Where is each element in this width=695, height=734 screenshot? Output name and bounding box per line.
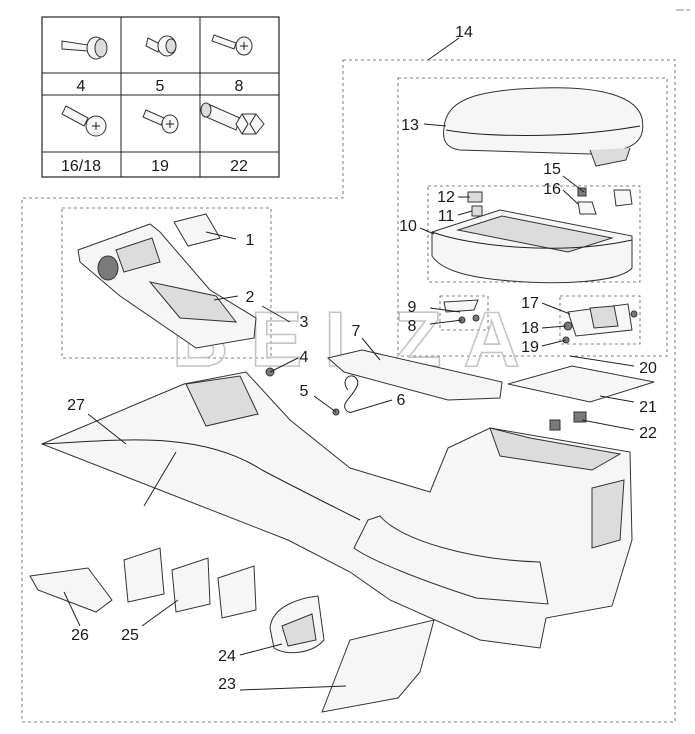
callout-4: 4 [300, 349, 309, 366]
callout-11: 11 [438, 208, 455, 225]
self-tapping-screw-icon [211, 34, 253, 56]
callout-2: 2 [246, 289, 255, 306]
cell-label-5: 5 [156, 78, 165, 95]
hinge-box [559, 295, 641, 345]
side-panel-23 [321, 619, 435, 713]
callout-21: 21 [639, 399, 657, 416]
callout-15: 15 [543, 161, 561, 178]
callout-16: 16 [543, 181, 561, 198]
callout-26: 26 [71, 627, 89, 644]
callout-14: 14 [455, 24, 473, 41]
callouts: 14 13 15 16 12 11 10 1 2 3 4 7 9 8 17 18… [67, 24, 657, 693]
callout-23: 23 [218, 676, 236, 693]
callout-6: 6 [397, 392, 406, 409]
cell-label-16-18: 16/18 [61, 158, 101, 175]
cell-label-22: 22 [230, 158, 248, 175]
callout-18: 18 [521, 320, 539, 337]
callout-24: 24 [218, 648, 236, 665]
trim-panel-box [61, 207, 272, 359]
callout-27: 27 [67, 397, 85, 414]
callout-10: 10 [399, 218, 417, 235]
callout-13: 13 [401, 117, 419, 134]
cell-label-19: 19 [151, 158, 169, 175]
cell-label-8: 8 [235, 78, 244, 95]
latch-box [439, 295, 489, 331]
cell-label-4: 4 [77, 78, 86, 95]
armrest-subassembly-box [397, 77, 668, 357]
push-rivet-icon [61, 36, 108, 60]
callout-20: 20 [639, 360, 657, 377]
callout-5: 5 [300, 383, 309, 400]
side-trim-26 [29, 567, 113, 613]
hinge-parts [443, 187, 638, 344]
callout-17: 17 [521, 295, 539, 312]
phillips-screw-icon [61, 105, 107, 137]
storage-tray [431, 209, 633, 284]
cover-parts-25 [123, 547, 257, 619]
leader-lines [63, 37, 635, 691]
callout-25: 25 [121, 627, 139, 644]
tray-box [427, 185, 641, 283]
callout-19: 19 [521, 339, 539, 356]
callout-3: 3 [300, 314, 309, 331]
callout-8: 8 [408, 318, 417, 335]
armrest-lid [443, 87, 644, 167]
small-screw-icon [142, 109, 179, 134]
callout-9: 9 [408, 299, 417, 316]
callout-12: 12 [437, 189, 455, 206]
hex-bolt-icon [200, 102, 265, 135]
console-lid-cover [326, 349, 503, 401]
assembly-boundary [21, 59, 676, 723]
lid-part-24 [269, 595, 325, 654]
console-body [40, 371, 633, 649]
clip-fastener-icon [145, 35, 177, 57]
callout-22: 22 [639, 425, 657, 442]
fastener-table: 4 5 8 16/18 19 22 [41, 16, 280, 178]
callout-1: 1 [246, 232, 255, 249]
trim-plate [77, 213, 257, 349]
bottom-plate [507, 365, 655, 403]
spring-part [344, 375, 359, 413]
bolt-parts-22 [549, 411, 587, 431]
callout-7: 7 [352, 323, 361, 340]
